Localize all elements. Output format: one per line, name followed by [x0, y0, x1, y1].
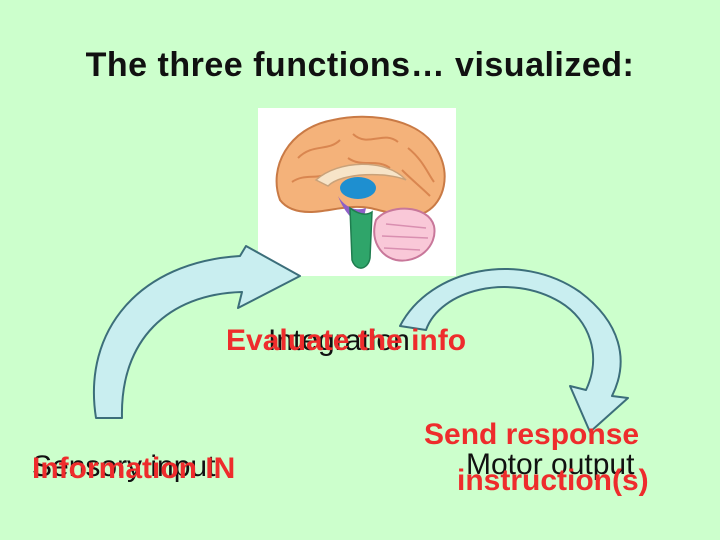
- instructions-label: instruction(s): [457, 464, 649, 497]
- send-response-label: Send response: [424, 418, 640, 451]
- brain-illustration: [258, 108, 456, 276]
- information-in-label: Information IN: [32, 452, 236, 485]
- right-curved-arrow: [399, 268, 629, 433]
- slide-title: The three functions… visualized:: [85, 46, 635, 84]
- sensory-input-label: Sensory input: [32, 450, 216, 483]
- motor-output-label: Motor output: [466, 448, 635, 481]
- left-curved-arrow: [92, 245, 301, 419]
- brain-icon: [275, 115, 446, 269]
- evaluate-info-label: Evaluate the info: [226, 324, 467, 357]
- integration-label: Integration: [268, 324, 410, 357]
